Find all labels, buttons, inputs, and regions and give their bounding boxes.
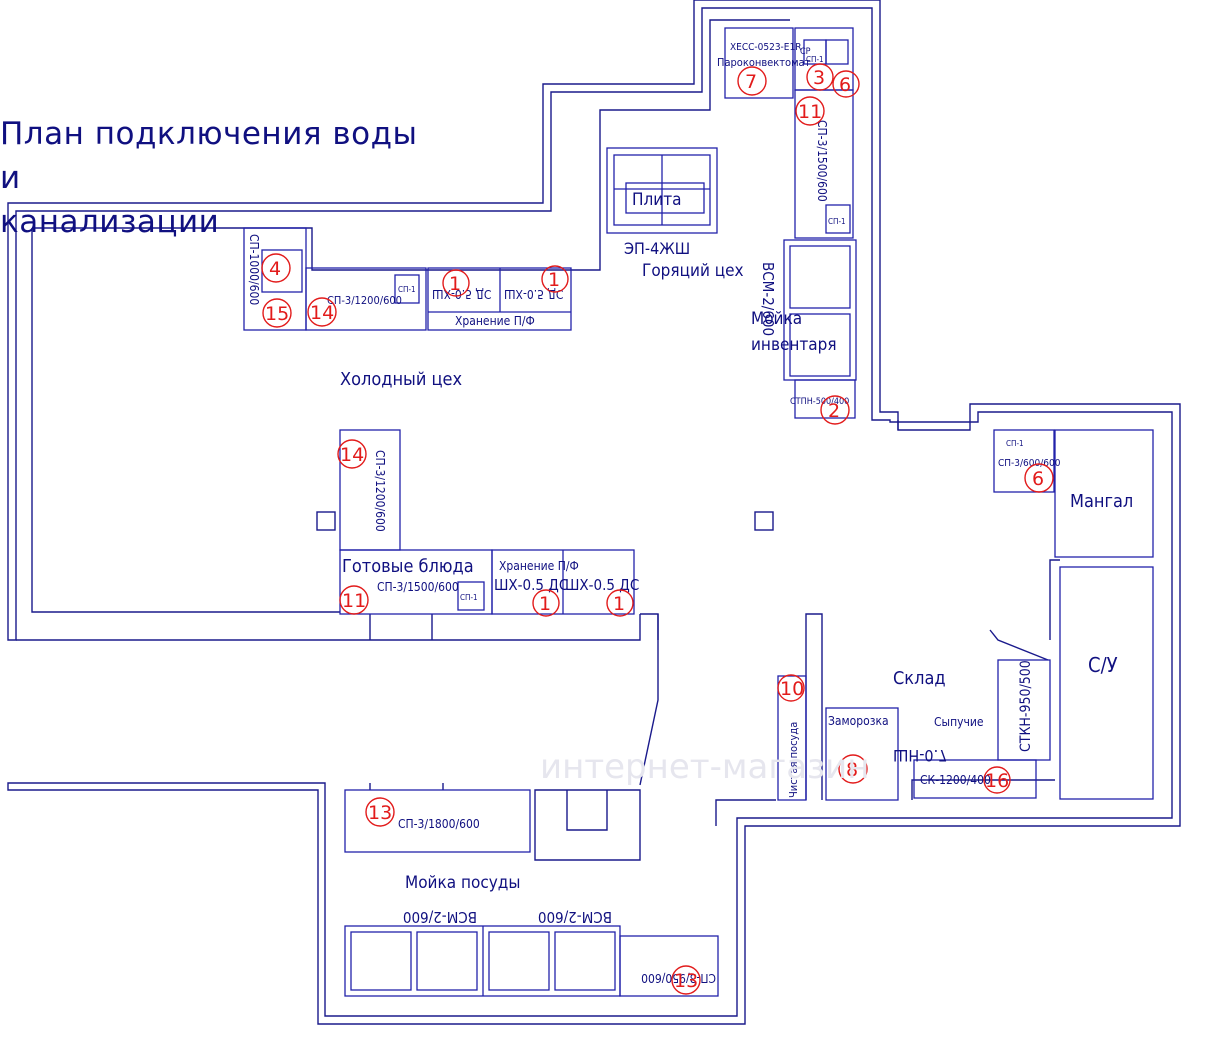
- stove-label: Плита: [632, 190, 682, 210]
- sp1-label-a: СП-1: [398, 285, 416, 294]
- sp1000-label: СП-1000/600: [247, 234, 261, 305]
- svg-text:1: 1: [613, 593, 625, 615]
- connection-markers: 1 1 1 1 2 3 4 6 6 7 8 10 11 11 13 13 14 …: [261, 63, 1054, 995]
- svg-text:6: 6: [839, 74, 851, 96]
- sp3-1200-top-label: СП-3/1200/600: [327, 294, 402, 307]
- svg-text:15: 15: [265, 303, 289, 325]
- svg-text:14: 14: [340, 444, 364, 466]
- marker-7: 7: [737, 66, 767, 96]
- svg-text:7: 7: [745, 71, 757, 93]
- vsm2-600-hot-label: ВСМ-2/600: [759, 262, 777, 336]
- svg-text:1: 1: [539, 593, 551, 615]
- vsm-b-label: ВСМ-2/600: [538, 908, 612, 926]
- marker-1d: 1: [606, 589, 634, 617]
- ep4zhsh-label: ЭП-4ЖШ: [624, 239, 690, 258]
- svg-text:8: 8: [846, 759, 858, 781]
- ready-dishes-label: Готовые блюда: [342, 556, 474, 577]
- cold-shop-label: Холодный цех: [340, 369, 462, 390]
- svg-text:1: 1: [449, 273, 461, 295]
- marker-13a: 13: [365, 797, 395, 827]
- dish-washing-equipment: [344, 789, 719, 997]
- marker-1b: 1: [541, 265, 569, 293]
- sp3-950-label: СП-3/950/600: [641, 971, 716, 985]
- walls: [7, 0, 1181, 1025]
- svg-text:1: 1: [548, 269, 560, 291]
- marker-1c: 1: [532, 589, 560, 617]
- svg-text:13: 13: [674, 970, 698, 992]
- marker-3: 3: [806, 63, 834, 91]
- plan-title-line-2: канализации: [0, 204, 220, 240]
- sp3-1800-label: СП-3/1800/600: [398, 817, 480, 831]
- warehouse-label: Склад: [893, 668, 946, 689]
- grill-label: Мангал: [1070, 491, 1133, 512]
- equipment-labels: Плита ЭП-4ЖШ XECC-0523-E1R Пароконвектом…: [247, 42, 1061, 985]
- shx-c-label: ШХ-0.5 ДС: [494, 576, 568, 594]
- sr-label: СР: [800, 47, 811, 57]
- stkn-label: СТКН-950/500: [1018, 660, 1034, 752]
- svg-text:3: 3: [813, 67, 825, 89]
- marker-13b: 13: [671, 965, 701, 995]
- marker-16: 16: [983, 766, 1011, 794]
- plan-title: План подключения воды и канализации: [0, 112, 430, 244]
- room-labels: Холодный цех Горяций цех Готовые блюда М…: [340, 261, 1133, 893]
- marker-6a: 6: [832, 70, 860, 98]
- sk1200-label: СК-1200/400: [920, 773, 991, 787]
- wc-label: С/У: [1088, 653, 1118, 677]
- svg-text:4: 4: [269, 258, 281, 280]
- stpn-label: СТПН-500/400: [790, 397, 849, 407]
- bulk-label: Сыпучие: [934, 715, 984, 729]
- warehouse-equipment: [777, 429, 1154, 801]
- marker-1a: 1: [442, 269, 470, 297]
- inventory-wash-label-1: Мойка: [751, 309, 802, 329]
- svg-text:10: 10: [780, 678, 804, 700]
- sp3-600-label: СП-3/600/600: [998, 458, 1061, 469]
- svg-text:11: 11: [798, 101, 822, 123]
- plan-title-line-1: План подключения воды и: [0, 116, 418, 196]
- cold-shop-equipment: [243, 227, 635, 615]
- marker-14a: 14: [307, 297, 337, 327]
- storage-pf-label-1: Хранение П/Ф: [455, 314, 535, 328]
- washed-dishes-label: Чистая посуда: [787, 722, 800, 798]
- steamer-label: Пароконвектомат: [717, 56, 811, 69]
- sp3-1200-mid-label: СП-3/1200/600: [373, 450, 387, 532]
- hot-shop-label: Горяций цех: [642, 261, 744, 281]
- sp1-label-c: СП-1: [460, 593, 478, 602]
- marker-2: 2: [820, 395, 850, 425]
- sp1-label-e: СП-1: [806, 55, 824, 64]
- svg-text:11: 11: [342, 590, 366, 612]
- marker-14b: 14: [337, 439, 367, 469]
- sp3-1500-mid-label: СП-3/1500/600: [377, 580, 459, 594]
- vsm-a-label: ВСМ-2/600: [403, 908, 477, 926]
- svg-text:2: 2: [828, 400, 840, 422]
- svg-text:13: 13: [368, 802, 392, 824]
- marker-15: 15: [262, 298, 292, 328]
- watermark: интернет-магазин: [540, 747, 869, 787]
- marker-4: 4: [261, 253, 291, 283]
- marker-8: 8: [838, 754, 868, 784]
- inventory-wash-label-2: инвентаря: [751, 335, 837, 355]
- sp1-label-d: СП-1: [1006, 439, 1024, 448]
- marker-6b: 6: [1024, 463, 1054, 493]
- shx-d-label: ШХ-0.5 ДС: [565, 576, 639, 594]
- dish-washing-label: Мойка посуды: [405, 873, 520, 893]
- sp3-1500-hot-label: СП-3/1500/600: [815, 120, 829, 202]
- xeco-label: XECC-0523-E1R: [730, 42, 801, 53]
- svg-text:14: 14: [310, 302, 334, 324]
- svg-text:6: 6: [1032, 468, 1044, 490]
- sp1-label-b: СП-1: [828, 217, 846, 226]
- marker-10: 10: [777, 674, 805, 702]
- marker-11a: 11: [795, 96, 825, 126]
- marker-11b: 11: [339, 585, 369, 615]
- hot-shop-equipment: [606, 27, 857, 419]
- freezer-label: Заморозка: [828, 714, 889, 728]
- svg-text:16: 16: [985, 770, 1009, 792]
- storage-pf-label-2: Хранение П/Ф: [499, 559, 579, 573]
- shn-label: ШН-0.7: [893, 746, 947, 765]
